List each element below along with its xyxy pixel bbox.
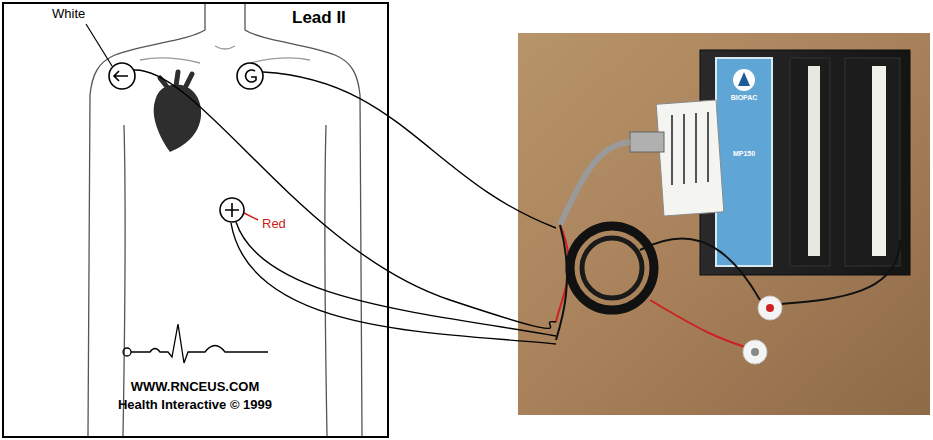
electrode-wire xyxy=(134,70,556,344)
equipment-photo-part xyxy=(640,238,760,300)
equipment-photo-part xyxy=(656,100,724,216)
leader-line-red xyxy=(244,213,258,220)
equipment-photo-part-part xyxy=(683,114,685,184)
equipment-photo-part-part xyxy=(671,115,673,185)
electrode-wire-part xyxy=(236,222,556,336)
ecg-trace xyxy=(123,324,268,363)
body-outline xyxy=(88,4,362,436)
electrode-part xyxy=(237,63,263,89)
equipment-photo-part xyxy=(790,58,830,266)
equipment-photo-part xyxy=(738,72,750,86)
device-brand: BIOPAC xyxy=(731,94,758,102)
body-outline-part xyxy=(325,125,327,436)
panel-frame xyxy=(3,3,388,437)
body-outline-part xyxy=(245,4,362,436)
equipment-photo-part xyxy=(751,348,759,356)
body-outline-part xyxy=(250,58,310,63)
ecg-trace-part xyxy=(131,324,268,363)
equipment-photo-part xyxy=(700,50,910,275)
electrode-wire-part xyxy=(134,70,556,328)
equipment-photo-part-part xyxy=(707,112,709,182)
body-outline-part xyxy=(140,58,200,63)
equipment-photo-part xyxy=(518,33,930,415)
equipment-photo-part-part xyxy=(695,113,697,183)
body-outline-part xyxy=(88,4,205,436)
leader-line-part xyxy=(86,24,112,66)
electrode-part xyxy=(246,70,256,82)
electrode-wire-part xyxy=(263,72,556,228)
equipment-photo-part xyxy=(556,225,567,340)
leader-line-red-part xyxy=(244,213,258,220)
equipment-photo-part xyxy=(650,300,755,350)
equipment-photo-part xyxy=(560,142,630,225)
leader-line xyxy=(86,24,112,66)
body-outline-part xyxy=(123,125,125,436)
electrode-part xyxy=(220,198,244,222)
equipment-photo-part xyxy=(808,66,820,256)
equipment-photo-part xyxy=(872,66,886,256)
equipment-photo-part xyxy=(758,296,782,320)
equipment-photo-part xyxy=(743,340,767,364)
ecg-trace-part xyxy=(123,348,131,356)
device-model: MP150 xyxy=(733,150,755,158)
equipment-photo-part xyxy=(770,240,900,305)
electrode-part xyxy=(225,203,239,217)
panel-frame-part xyxy=(3,3,388,437)
electrode-part xyxy=(114,71,128,81)
equipment-photo-part xyxy=(733,69,755,91)
electrode xyxy=(109,63,263,222)
equipment-photo-part xyxy=(716,58,772,266)
equipment-photo-part xyxy=(630,132,664,152)
equipment-photo-part xyxy=(845,58,900,266)
equipment-photo xyxy=(518,33,930,415)
equipment-photo-part xyxy=(570,226,654,310)
electrode-label: Red xyxy=(262,217,286,232)
heart-part xyxy=(154,85,201,152)
electrode-label: White xyxy=(52,7,85,22)
panel-title: Lead II xyxy=(292,8,346,28)
electrode-part xyxy=(109,63,135,89)
body-outline-part xyxy=(215,46,235,49)
equipment-photo-part xyxy=(672,112,708,185)
copyright-credit: Health Interactive © 1999 xyxy=(118,398,272,413)
website-credit: WWW.RNCEUS.COM xyxy=(131,380,260,395)
electrode-wire-part xyxy=(231,223,556,344)
equipment-photo-part xyxy=(766,304,774,312)
equipment-photo-part xyxy=(582,238,642,298)
heart xyxy=(154,72,201,152)
